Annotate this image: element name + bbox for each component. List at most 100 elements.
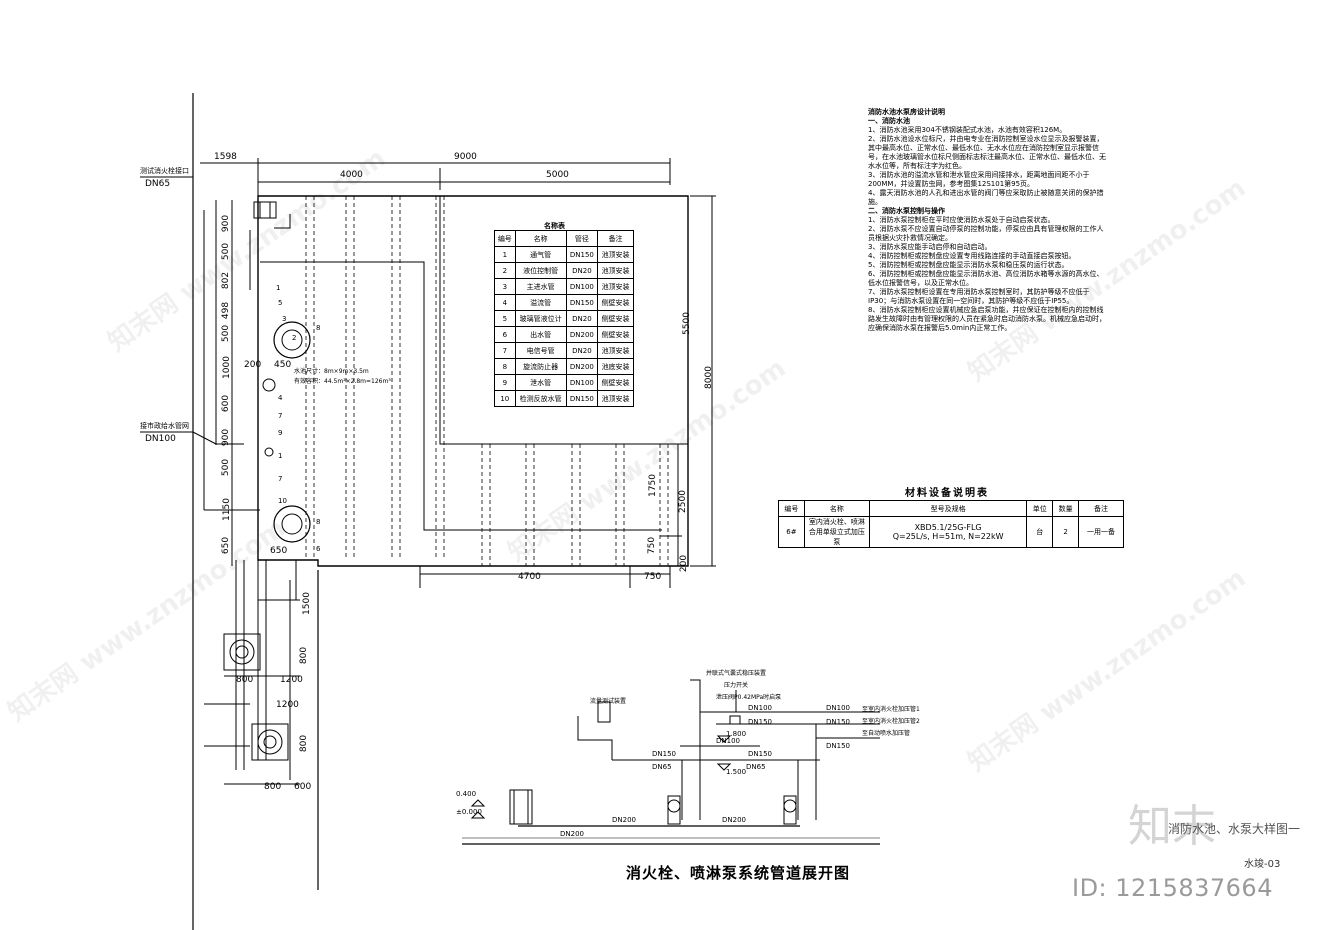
legend-cell: DN150	[565, 390, 599, 407]
city-main-size: DN100	[145, 434, 176, 444]
sheet-number: 水竣-03	[1244, 859, 1281, 870]
dim-left: 600	[221, 394, 232, 413]
image-id: ID: 1215837664	[1072, 874, 1273, 902]
dim-lower: 800	[264, 782, 282, 792]
callout: 7	[278, 475, 283, 483]
notes-title: 消防水池水泵房设计说明	[868, 108, 945, 116]
legend-cell: 玻璃管液位计	[514, 310, 567, 327]
dim-left: 802	[221, 271, 232, 290]
pressure-switch-label: 压力开关	[724, 682, 749, 689]
callout: 8	[316, 324, 321, 332]
material-header-cell: 单位	[1026, 500, 1054, 517]
callout: 5	[278, 299, 283, 307]
notes-item: 4、露天消防水池的人孔和进出水管的阀门等应采取防止被随意关闭的保护措施。	[868, 189, 1104, 206]
dim-right: 2500	[677, 490, 688, 513]
dim-left: 650	[221, 536, 232, 555]
legend-cell: 池顶安装	[597, 342, 634, 359]
material-cell: 6#	[778, 516, 805, 548]
legend-cell: 3	[494, 278, 516, 295]
legend-cell: 池底安装	[597, 358, 634, 375]
legend-cell: DN100	[565, 374, 599, 391]
legend-cell: 侧壁安装	[597, 374, 634, 391]
dim-left: 200	[244, 360, 262, 370]
material-spec: Q=25L/s, H=51m, N=22kW	[892, 532, 1004, 541]
notes-item: 5、消防控制柜或控制盘应能显示消防水泵和稳压泵的运行状态。	[868, 261, 1069, 269]
elevation-label: 1.500	[726, 768, 747, 776]
city-main-label: 接市政给水管网	[140, 422, 189, 430]
legend-cell: 液位控制管	[514, 262, 567, 279]
dim-lower: 800	[236, 675, 254, 685]
dim-lower: 800	[299, 646, 310, 665]
legend-cell: 电信号管	[514, 342, 567, 359]
to-hydrant-1-label: 至室内消火栓加压管1	[862, 706, 920, 713]
legend-cell: 8	[494, 358, 516, 375]
dim-left: 498	[221, 301, 232, 320]
elevation-label: 1.800	[726, 730, 747, 738]
callout: 4	[278, 394, 283, 402]
dim-left: 1000	[221, 356, 232, 379]
material-table: 编号 名称 型号及规格 单位 数量 备注 6# 室内消火栓、喷淋合用单级立式加压…	[778, 500, 1124, 548]
callout: 8	[316, 518, 321, 526]
legend-cell: DN20	[565, 310, 599, 327]
legend-cell: 池顶安装	[597, 278, 634, 295]
legend-cell: 旋流防止器	[514, 358, 567, 375]
callout: 1	[276, 284, 281, 292]
pipe-size-label: DN65	[652, 763, 672, 771]
dim-lower: 800	[299, 734, 310, 753]
schematic-title: 消火栓、喷淋泵系统管道展开图	[626, 864, 851, 882]
pipe-size-label: DN150	[826, 742, 850, 750]
pipe-size-label: DN150	[826, 718, 850, 726]
legend-header-cell: 备注	[597, 230, 634, 247]
flow-test-label: 流量测试装置	[590, 698, 627, 705]
dim-top-4000: 4000	[340, 170, 363, 180]
callout: 3	[282, 315, 287, 323]
callout: 1	[278, 452, 283, 460]
pipe-size-label: DN100	[826, 704, 850, 712]
pipe-size-label: DN150	[652, 750, 676, 758]
legend-cell: 出水管	[514, 326, 567, 343]
dim-lower: 600	[294, 782, 312, 792]
elevation-label: 0.400	[456, 790, 477, 798]
legend-cell: 池顶安装	[597, 390, 634, 407]
notes-item: 4、消防控制柜或控制盘应设置专用线路连接的手动直接启泵按钮。	[868, 252, 1076, 260]
dim-left: 500	[221, 242, 232, 261]
tank-volume-note: 有效容积：44.5m²×2.8m=126m³	[294, 378, 391, 385]
callout: 9	[278, 429, 283, 437]
callout: 6	[316, 545, 321, 553]
test-hydrant-size: DN65	[145, 179, 171, 189]
legend-header: 编号 名称 管径 备注	[494, 230, 634, 247]
legend-cell: DN20	[565, 262, 599, 279]
material-model: XBD5.1/25G-FLG	[914, 523, 982, 532]
legend-header-cell: 管径	[565, 230, 599, 247]
legend-header-cell: 编号	[494, 230, 516, 247]
pipe-size-label: DN200	[722, 816, 746, 824]
notes-item: 7、消防水泵控制柜设置在专用消防水泵控制室时，其防护等级不应低于IP30；与消防…	[868, 288, 1090, 305]
legend-cell: 2	[494, 262, 516, 279]
legend-cell: 侧壁安装	[597, 326, 634, 343]
pipe-size-label: DN100	[748, 704, 772, 712]
legend-cell: 检测反放水管	[514, 390, 567, 407]
elevation-label: ±0.000	[456, 808, 482, 816]
relief-valve-label: 泄压阀P0.42MPa时启泵	[716, 694, 782, 701]
material-row: 6# 室内消火栓、喷淋合用单级立式加压泵 XBD5.1/25G-FLG Q=25…	[778, 516, 1124, 548]
dim-left: 500	[221, 324, 232, 343]
dim-lower: 1200	[280, 675, 303, 685]
material-cell: 一用一备	[1078, 516, 1124, 548]
notes-item: 3、消防水池的溢流水管和泄水管应采用间接排水，距离地面间距不小于200MM，并设…	[868, 171, 1090, 188]
legend-cell: 10	[494, 390, 516, 407]
material-header-cell: 编号	[778, 500, 805, 517]
legend-cell: DN150	[565, 246, 599, 263]
dim-left: 1150	[221, 498, 232, 521]
dim-bottom: 4700	[518, 572, 541, 582]
callout: 7	[278, 412, 283, 420]
notes-item: 8、消防水泵控制柜应设置机械应急启泵功能，并应保证在控制柜内的控制线路发生故障时…	[868, 306, 1106, 332]
